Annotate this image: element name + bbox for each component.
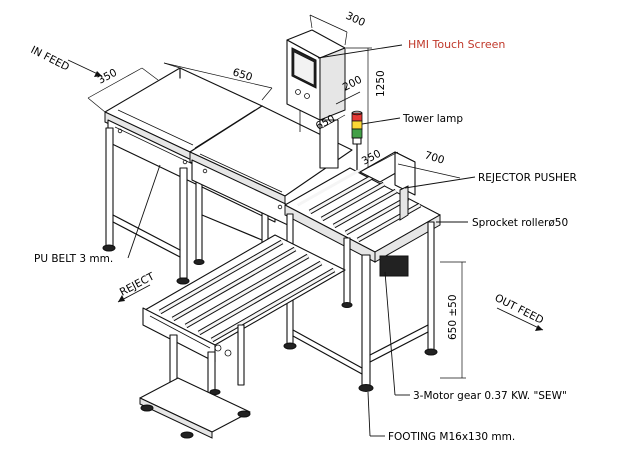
tower-lamp: [351, 110, 363, 171]
reject-label: REJECT: [118, 270, 157, 298]
dim-1250: 1250: [375, 70, 387, 97]
flow-arrows: [67, 59, 544, 331]
reject-conveyor: [139, 234, 346, 439]
motor-gear: [379, 255, 409, 277]
outfeed-rollers: [297, 168, 422, 243]
in-feed-label: IN FEED: [29, 44, 72, 74]
tower-lamp-label: Tower lamp: [402, 113, 463, 125]
dim-350-infeed: 350: [96, 67, 119, 87]
leader-lines: [127, 44, 476, 437]
hmi-label: HMI Touch Screen: [408, 38, 505, 51]
dim-700: 700: [423, 149, 446, 166]
pu-belt-label: PU BELT 3 mm.: [34, 253, 113, 265]
motor-gear-label: 3-Motor gear 0.37 KW. "SEW": [413, 390, 567, 402]
weigh-belt: [189, 105, 353, 227]
outfeed-arrow-icon: [535, 325, 543, 331]
sprocket-roller-label: Sprocket rollerø50: [472, 217, 568, 229]
dimension-lines: [87, 14, 466, 379]
lamp-yellow: [351, 120, 363, 130]
hmi-cabinet: [286, 29, 346, 169]
infeed-arrow-icon: [94, 71, 102, 77]
dim-300: 300: [344, 10, 367, 29]
reject-rollers: [158, 239, 336, 343]
dim-650-belt: 650: [231, 66, 254, 83]
dim-650-height: 650 ±50: [447, 294, 459, 340]
reject-arrow-icon: [118, 295, 125, 302]
lamp-green: [351, 128, 363, 139]
rejector-pusher-label: REJECTOR PUSHER: [478, 172, 577, 184]
footing-label: FOOTING M16x130 mm.: [388, 431, 515, 443]
